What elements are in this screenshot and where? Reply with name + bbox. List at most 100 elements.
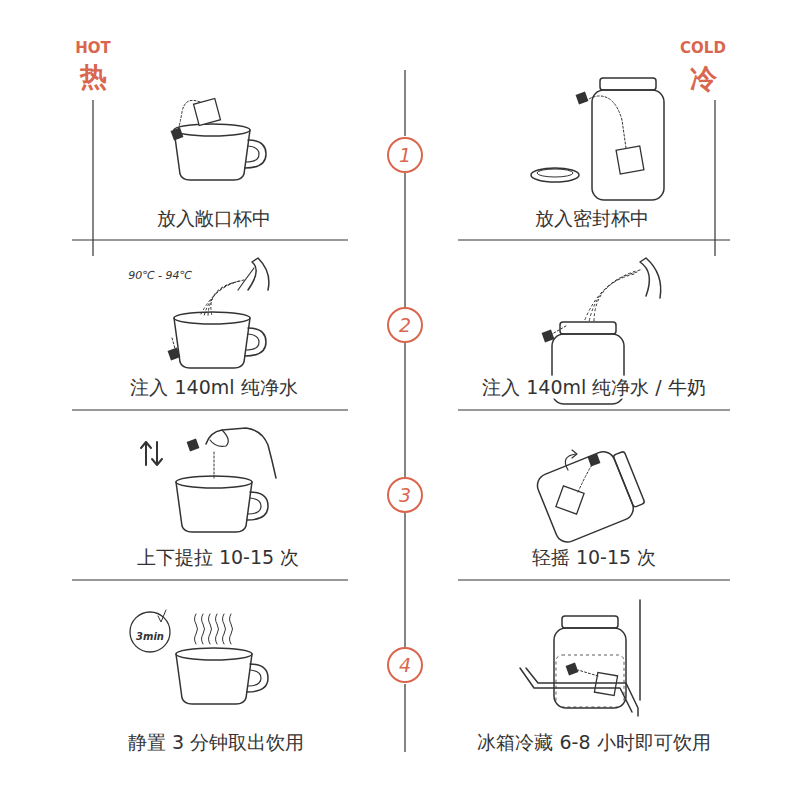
step-caption: 冰箱冷藏 6-8 小时即可饮用 <box>477 731 710 754</box>
mug-handle <box>248 498 261 514</box>
step-caption: 上下提拉 10-15 次 <box>137 546 299 569</box>
mug-handle <box>247 664 268 692</box>
step-caption: 放入敞口杯中 <box>157 207 271 230</box>
step-caption: 轻摇 10-15 次 <box>532 546 656 569</box>
water-stream <box>208 282 236 316</box>
temperature-note: 90℃ - 94℃ <box>128 269 192 282</box>
rule-line <box>404 684 405 752</box>
mug-rim <box>176 648 252 660</box>
rule-line <box>458 579 730 580</box>
kettle-spout <box>248 258 269 290</box>
water-stream <box>211 283 232 316</box>
timer-tick <box>158 610 166 622</box>
step-number: 4 <box>399 656 411 675</box>
step-number-circle: 1 <box>387 137 423 173</box>
jar-body <box>554 628 626 708</box>
jar-lid <box>537 169 573 177</box>
step-caption: 放入密封杯中 <box>535 207 649 230</box>
column-heading: COLD <box>680 39 726 57</box>
tea-tag <box>588 454 601 467</box>
rule-line <box>72 409 348 410</box>
jar-lid <box>531 168 579 182</box>
steam <box>209 614 212 644</box>
step-number: 2 <box>399 316 411 335</box>
jar-neck <box>560 322 616 334</box>
mug-rim <box>174 124 250 136</box>
steam <box>202 614 205 644</box>
water-stream <box>204 281 240 316</box>
timer-text: 3min <box>136 631 164 643</box>
tea-tag <box>171 128 184 141</box>
jar-neck <box>600 78 656 90</box>
steam <box>195 614 198 644</box>
rule-line <box>458 239 730 240</box>
rule-line <box>92 100 93 256</box>
step-caption: 静置 3 分钟取出饮用 <box>128 731 304 754</box>
tea-tag <box>168 348 181 361</box>
tea-tag <box>576 92 589 105</box>
fridge-shelf <box>520 668 632 712</box>
hand <box>206 428 276 478</box>
steam <box>230 614 233 644</box>
step-caption: 注入 140ml 纯净水 <box>130 376 297 399</box>
column-heading: 冷 <box>690 63 717 95</box>
spine-connector <box>404 343 405 477</box>
timer-icon <box>130 612 170 652</box>
steam <box>216 614 219 644</box>
up-arrow <box>141 442 151 465</box>
step-caption: 注入 140ml 纯净水 / 牛奶 <box>482 376 706 399</box>
rotate-arrow <box>572 450 577 458</box>
column-heading: HOT <box>75 39 111 57</box>
rule-line <box>714 100 715 256</box>
mug-body <box>174 318 250 368</box>
tea-string <box>578 462 594 492</box>
hand <box>210 430 228 446</box>
jar-neck <box>613 451 645 507</box>
tea-tag <box>187 439 200 452</box>
tea-string <box>552 326 566 334</box>
spine-connector <box>404 513 405 647</box>
rule-line <box>72 239 348 240</box>
step-number-circle: 3 <box>387 477 423 513</box>
water-stream <box>594 274 634 322</box>
water-stream <box>200 280 244 316</box>
rule-line <box>72 579 348 580</box>
step-number: 3 <box>399 486 411 505</box>
rule-line <box>404 70 405 136</box>
tea-string <box>214 452 215 478</box>
tea-tag <box>566 663 579 676</box>
tea-string <box>585 96 626 148</box>
mug-body <box>176 482 252 532</box>
mug-handle <box>245 328 266 356</box>
water-stream <box>589 272 637 322</box>
tea-bag <box>556 486 584 514</box>
fridge-wall <box>639 600 641 700</box>
mug-handle <box>248 670 261 686</box>
tea-string <box>178 100 200 130</box>
liquid-level <box>556 655 624 707</box>
mug-handle <box>246 146 259 162</box>
steam <box>223 614 226 644</box>
step-number: 1 <box>399 146 411 165</box>
step-number-circle: 4 <box>387 647 423 683</box>
tea-bag <box>194 99 221 126</box>
kettle-spout <box>640 258 661 298</box>
jar-neck <box>562 616 618 628</box>
column-heading: 热 <box>80 61 107 93</box>
down-arrow <box>152 442 162 465</box>
mug-handle <box>247 492 268 520</box>
tea-bag <box>616 146 644 174</box>
kettle-spout <box>238 268 254 290</box>
spine-connector <box>404 173 405 307</box>
mug-body <box>174 130 250 180</box>
mug-handle <box>245 140 266 168</box>
tea-string <box>578 670 598 676</box>
step-number-circle: 2 <box>387 307 423 343</box>
jar-body <box>534 448 637 545</box>
fridge-shelf <box>526 668 638 716</box>
tea-tag <box>542 330 555 343</box>
mug-body <box>176 654 252 704</box>
jar-body <box>592 90 664 200</box>
rule-line <box>458 409 730 410</box>
